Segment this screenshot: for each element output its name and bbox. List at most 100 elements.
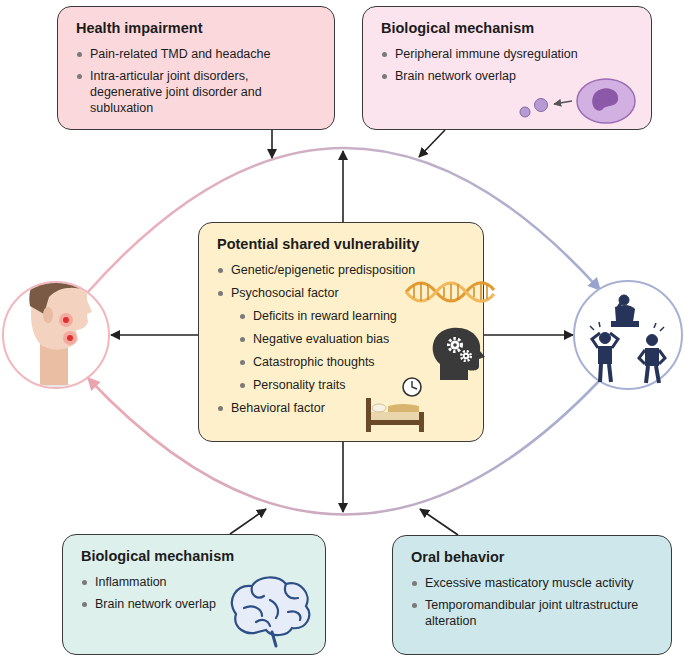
gear-icon <box>451 341 460 350</box>
dna-rung <box>414 283 487 301</box>
bullet-text: Behavioral factor <box>231 401 325 415</box>
gear-hub <box>453 343 457 347</box>
arrow <box>111 334 198 336</box>
bed-frame <box>366 398 371 432</box>
bullet-dot <box>382 74 387 79</box>
bullet-text: Deficits in reward learning <box>253 309 397 323</box>
bullet-dot <box>82 580 87 585</box>
bullet-dot <box>412 603 417 608</box>
clock-hands <box>412 381 417 389</box>
cell-nucleus <box>592 88 618 110</box>
clock-icon <box>403 378 421 396</box>
arrow <box>342 442 344 512</box>
bullet-text: Temporomandibular joint ultrastructure a… <box>425 598 638 628</box>
bullet-dot <box>240 337 245 342</box>
pain-spot <box>63 331 77 345</box>
seat <box>611 321 639 327</box>
bullet-text: Catastrophic thoughts <box>253 355 375 369</box>
release-arrow <box>554 101 572 104</box>
bullet-dot <box>240 383 245 388</box>
category-box: Oral behaviorExcessive masticatory muscl… <box>392 535 672 655</box>
pain-spot <box>67 335 73 341</box>
gear-icon <box>449 339 462 352</box>
pain-spot <box>59 313 73 327</box>
bullet-dot <box>240 360 245 365</box>
hair <box>29 267 87 314</box>
brain-outline <box>232 577 309 635</box>
arrow <box>484 334 573 336</box>
mood-circle <box>574 281 682 389</box>
bullet-item: Psychosocial factor <box>231 285 469 301</box>
bullet-dot <box>82 602 87 607</box>
box-heading: Health impairment <box>76 19 334 37</box>
bullet-dot <box>218 406 223 411</box>
bullet-item: Inflammation <box>95 574 311 590</box>
ear <box>43 307 53 323</box>
person-arm <box>592 333 618 348</box>
stress-mark <box>590 322 664 331</box>
bullet-dot <box>218 268 223 273</box>
person-head <box>600 333 611 344</box>
person-arm <box>639 350 665 364</box>
brain-icon <box>232 577 309 646</box>
bullet-item: Genetic/epigenetic predisposition <box>231 262 469 278</box>
bullet-text: Negative evaluation bias <box>253 332 389 346</box>
bullet-dot <box>412 581 417 586</box>
bullet-item: Pain-related TMD and headache <box>90 46 320 62</box>
bullet-dot <box>240 314 245 319</box>
bullet-text: Excessive masticatory muscle activity <box>425 576 633 590</box>
bullet-dot <box>77 74 82 79</box>
box-heading: Biological mechanism <box>381 19 651 37</box>
bullet-item: Deficits in reward learning <box>253 308 469 324</box>
bullet-dot <box>77 52 82 57</box>
bullet-item: Brain network overlap <box>95 596 311 612</box>
gear-icon <box>461 351 471 361</box>
bullet-text: Personality traits <box>253 378 345 392</box>
bullet-dot <box>382 52 387 57</box>
person-head <box>647 335 658 346</box>
cytokine <box>520 107 530 117</box>
person-body <box>598 346 612 364</box>
person-leg <box>646 366 659 383</box>
bullet-text: Brain network overlap <box>95 597 216 611</box>
pillow <box>372 404 386 412</box>
pain-spot <box>63 317 69 323</box>
people-illustration <box>590 295 665 383</box>
category-box: Biological mechanismPeripheral immune dy… <box>362 6 652 130</box>
shirt <box>4 383 108 400</box>
bullet-text: Intra-articular joint disorders, degener… <box>90 69 262 115</box>
arrow <box>230 509 266 534</box>
bullet-item: Brain network overlap <box>395 68 637 84</box>
blanket <box>388 404 419 412</box>
bullet-dot <box>218 291 223 296</box>
gear-icon <box>463 353 469 359</box>
bullet-item: Excessive masticatory muscle activity <box>425 575 661 591</box>
face-illustration <box>4 267 108 400</box>
bullet-text: Inflammation <box>95 575 167 589</box>
gear-hub <box>465 355 468 358</box>
dna-icon <box>406 283 494 302</box>
bullet-text: Peripheral immune dysregulation <box>395 47 578 61</box>
bullet-item: Temporomandibular joint ultrastructure a… <box>425 597 661 629</box>
bullet-text: Pain-related TMD and headache <box>90 47 270 61</box>
bed-frame <box>419 412 424 432</box>
box-heading: Oral behavior <box>411 548 671 566</box>
bed-frame <box>366 420 424 425</box>
bullet-item: Intra-articular joint disorders, degener… <box>90 68 320 116</box>
category-box: Biological mechanismInflammationBrain ne… <box>62 534 326 655</box>
box-heading: Potential shared vulnerability <box>217 235 483 253</box>
bullet-item: Personality traits <box>253 377 469 393</box>
bullet-item: Behavioral factor <box>231 400 469 416</box>
category-box: Health impairmentPain-related TMD and he… <box>57 6 335 130</box>
bullet-text: Genetic/epigenetic predisposition <box>231 263 415 277</box>
person-arm <box>617 303 621 309</box>
clock-face <box>403 378 421 396</box>
brain-stem <box>272 632 276 646</box>
bullet-item: Peripheral immune dysregulation <box>395 46 637 62</box>
person-body <box>645 348 659 366</box>
dna-strand <box>406 283 494 301</box>
mattress <box>371 412 419 420</box>
dna-strand <box>406 283 494 301</box>
